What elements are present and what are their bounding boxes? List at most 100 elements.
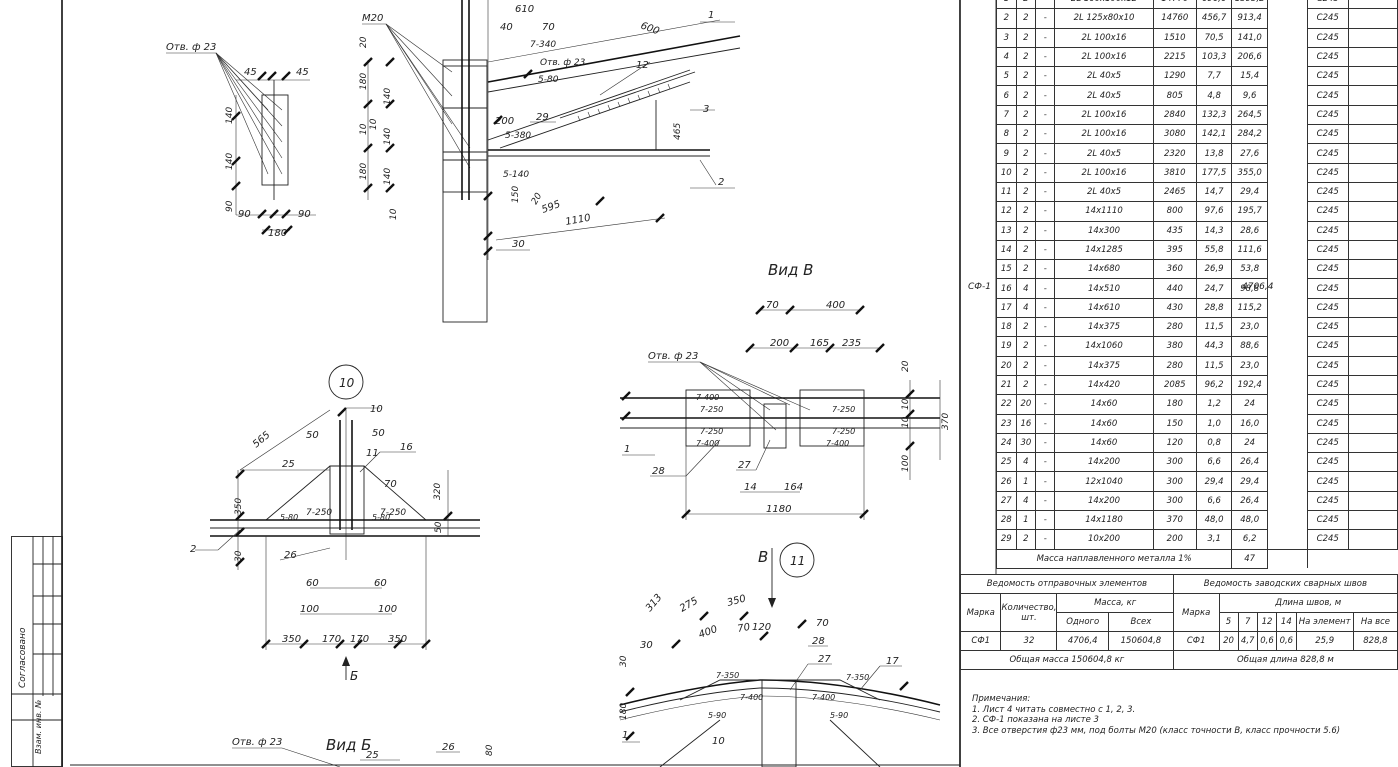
- table-cell: C245: [1306, 317, 1349, 338]
- svg-text:5-90: 5-90: [708, 711, 726, 720]
- table-cell: -: [1035, 66, 1056, 87]
- svg-text:275: 275: [678, 596, 700, 615]
- svg-text:5-90: 5-90: [830, 711, 848, 720]
- svg-text:140: 140: [383, 88, 393, 105]
- table-cell: C245: [1306, 490, 1349, 512]
- svg-text:610: 610: [515, 4, 534, 15]
- view-b: Отв. ф 23 Вид Б 25 26 80: [70, 736, 960, 767]
- table-cell: C245: [1306, 162, 1349, 183]
- svg-text:10: 10: [359, 123, 369, 135]
- svg-text:180: 180: [619, 703, 629, 720]
- table-cell: 5: [996, 66, 1017, 87]
- table-cell: 192,4: [1231, 374, 1269, 396]
- table-cell: C245: [1306, 104, 1349, 126]
- table-cell: [1347, 66, 1398, 87]
- svg-text:30: 30: [234, 550, 244, 562]
- table-cell: 15: [996, 259, 1017, 280]
- svg-text:26: 26: [284, 550, 297, 561]
- svg-text:235: 235: [842, 338, 861, 349]
- svg-text:180: 180: [359, 163, 369, 180]
- svg-text:350: 350: [388, 634, 407, 645]
- weld-title: Ведомость заводских сварных швов: [1172, 574, 1398, 594]
- table-cell: [1267, 529, 1308, 550]
- svg-text:1: 1: [624, 444, 630, 455]
- table-cell: 2465: [1152, 181, 1197, 203]
- table-cell: [1347, 297, 1398, 319]
- table-cell: 23: [996, 413, 1017, 434]
- table-cell: 2: [1015, 355, 1037, 376]
- table-cell: 696,6: [1195, 0, 1233, 10]
- stamp-block: Согласовано Взам. инв. №: [11, 536, 63, 767]
- svg-text:100: 100: [901, 455, 911, 472]
- table-cell: [1267, 394, 1308, 415]
- table-cell: 4: [1015, 490, 1037, 512]
- svg-text:465: 465: [673, 123, 683, 140]
- table-cell: 280: [1152, 317, 1197, 338]
- table-cell: 2L 100x16: [1054, 162, 1154, 183]
- table-cell: 27: [996, 490, 1017, 512]
- svg-text:565: 565: [251, 430, 273, 451]
- table-cell: 44,3: [1195, 336, 1233, 357]
- svg-text:200: 200: [770, 338, 789, 349]
- ship-qty: 32: [1000, 631, 1058, 651]
- table-cell: 16,0: [1231, 413, 1269, 434]
- table-cell: 2: [1015, 181, 1037, 203]
- table-cell: C245: [1306, 336, 1349, 357]
- svg-text:27: 27: [738, 460, 751, 471]
- table-cell: 0,8: [1195, 432, 1233, 454]
- table-cell: 9,6: [1231, 85, 1269, 106]
- svg-text:27: 27: [818, 654, 831, 665]
- table-cell: 26: [996, 471, 1017, 492]
- table-cell: 1393,2: [1231, 0, 1269, 10]
- svg-text:140: 140: [225, 107, 235, 124]
- table-cell: 300: [1152, 490, 1197, 512]
- table-cell: 18: [996, 317, 1017, 338]
- note-item: 3. Все отверстия ф23 мм, под болты М20 (…: [972, 725, 1341, 736]
- svg-text:100: 100: [300, 604, 319, 615]
- table-cell: 14x610: [1054, 297, 1154, 319]
- table-cell: [1267, 8, 1308, 29]
- table-cell: C245: [1306, 143, 1349, 164]
- table-cell: 14,7: [1195, 181, 1233, 203]
- table-cell: C245: [1306, 394, 1349, 415]
- svg-text:400: 400: [826, 300, 845, 311]
- table-cell: 30: [1015, 432, 1037, 454]
- table-cell: 2215: [1152, 46, 1197, 68]
- table-cell: C245: [1306, 374, 1349, 396]
- table-cell: [1347, 413, 1398, 434]
- table-cell: -: [1035, 220, 1056, 241]
- table-cell: [1267, 221, 1308, 241]
- table-cell: C245: [1306, 220, 1349, 241]
- table-cell: -: [1035, 124, 1056, 145]
- table-cell: 280: [1152, 355, 1197, 376]
- table-cell: 29,4: [1195, 471, 1233, 492]
- table-cell: 284,2: [1231, 124, 1269, 145]
- table-cell: [1347, 529, 1398, 550]
- svg-text:7-250: 7-250: [380, 508, 406, 518]
- table-cell: 29,4: [1231, 471, 1269, 492]
- table-cell: 7: [996, 104, 1017, 126]
- svg-text:3: 3: [703, 104, 709, 115]
- svg-text:1180: 1180: [766, 504, 791, 515]
- table-cell: 10: [996, 162, 1017, 183]
- svg-text:2: 2: [190, 544, 196, 555]
- table-cell: [1267, 452, 1308, 472]
- svg-text:50: 50: [306, 430, 319, 441]
- svg-text:10: 10: [901, 398, 911, 410]
- table-cell: 395: [1152, 239, 1197, 261]
- svg-text:1: 1: [708, 10, 714, 21]
- table-cell: 14x510: [1054, 278, 1154, 299]
- table-cell: [1347, 220, 1398, 241]
- table-cell: -: [1035, 0, 1056, 10]
- table-cell: 2320: [1152, 143, 1197, 164]
- notes-title: Примечания:: [972, 694, 1031, 704]
- svg-text:90: 90: [298, 209, 311, 220]
- table-cell: 98,8: [1231, 278, 1269, 299]
- svg-text:10: 10: [369, 118, 379, 130]
- table-cell: 14x375: [1054, 317, 1154, 338]
